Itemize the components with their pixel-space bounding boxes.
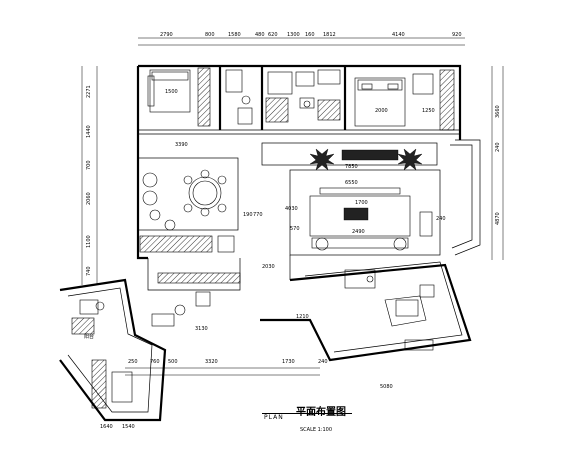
top-dimension-label: 4140 [392,32,405,38]
study-wing [260,261,472,362]
top-dimension-label: 920 [452,32,462,38]
living-room-furniture: 1700 2490 7850 6550 [309,164,433,251]
left-dimension-label: 700 [86,160,92,170]
svg-text:1500: 1500 [165,89,178,95]
interior-dimension-label: 190 [243,212,253,218]
svg-text:3390: 3390 [175,142,188,148]
left-dimension-label: 1440 [86,125,92,138]
top-dimension-label: 480 [255,32,265,38]
drawing-title-text: 平面布置图 [296,407,346,418]
corridor-plants [309,148,423,171]
master-bedroom: 1500 3390 [147,67,211,148]
svg-text:7850: 7850 [345,164,358,170]
top-dimension-label: 620 [268,32,278,38]
kitchen [139,235,241,327]
svg-text:1250: 1250 [422,108,435,114]
drawing-scale: SCALE 1:100 [300,416,332,435]
bottom-dimension-label: 250 [128,359,138,365]
bottom-dimension-label: 240 [318,359,328,365]
top-dimension-label: 2790 [160,32,173,38]
left-dimension-chain [81,66,98,285]
interior-dimension-label: 2030 [262,264,275,270]
left-dimension-label: 2271 [86,85,92,98]
bottom-dimension-label: 1640 [100,424,113,430]
top-dimension-label: 1580 [228,32,241,38]
bottom-dimension-label: 1210 [296,314,309,320]
exterior-walls [136,64,481,280]
top-dimension-label: 1812 [323,32,336,38]
bottom-dimension-label: 500 [168,359,178,365]
right-dimension-label: 240 [495,142,501,152]
drawing-scale-text: SCALE 1:100 [300,427,333,433]
plan-label: PLAN [264,404,284,423]
bathroom-block [225,69,341,125]
label-balcony: 阳台 [84,333,94,340]
right-dimension-label: 3660 [495,105,501,118]
drawing-title: 平面布置图 [296,400,346,419]
left-dimension-label: 1100 [86,235,92,248]
interior-dimension-label: 4030 [285,206,298,212]
bottom-dimension-label: 1540 [122,424,135,430]
second-bedroom: 2000 1250 [354,69,455,131]
plan-label-text: PLAN [264,414,284,421]
right-dimension-label: 4870 [495,212,501,225]
svg-text:2490: 2490 [352,229,365,235]
title-underline [262,413,352,414]
interior-dimension-label: 3130 [195,326,208,332]
bottom-dimension-label: 1730 [282,359,295,365]
svg-text:6550: 6550 [345,180,358,186]
bottom-dimension-label: 3320 [205,359,218,365]
top-dimension-label: 1300 [287,32,300,38]
dining-area [137,157,239,231]
top-dimension-label: 800 [205,32,215,38]
bottom-dimension-chain [125,367,320,376]
right-dimension-chain [491,66,504,260]
interior-dimension-label: 770 [253,212,263,218]
interior-dimension-label: 570 [290,226,300,232]
top-dimension-label: 160 [305,32,315,38]
southwest-wing: 阳台 [59,278,167,422]
left-dimension-label: 740 [86,266,92,276]
top-dimension-chain [138,37,465,46]
bottom-dimension-label: 5080 [380,384,393,390]
bottom-dimension-label: 760 [150,359,160,365]
interior-dimension-label: 240 [436,216,446,222]
svg-text:1700: 1700 [355,200,368,206]
left-dimension-label: 2060 [86,192,92,205]
svg-text:2000: 2000 [375,108,388,114]
